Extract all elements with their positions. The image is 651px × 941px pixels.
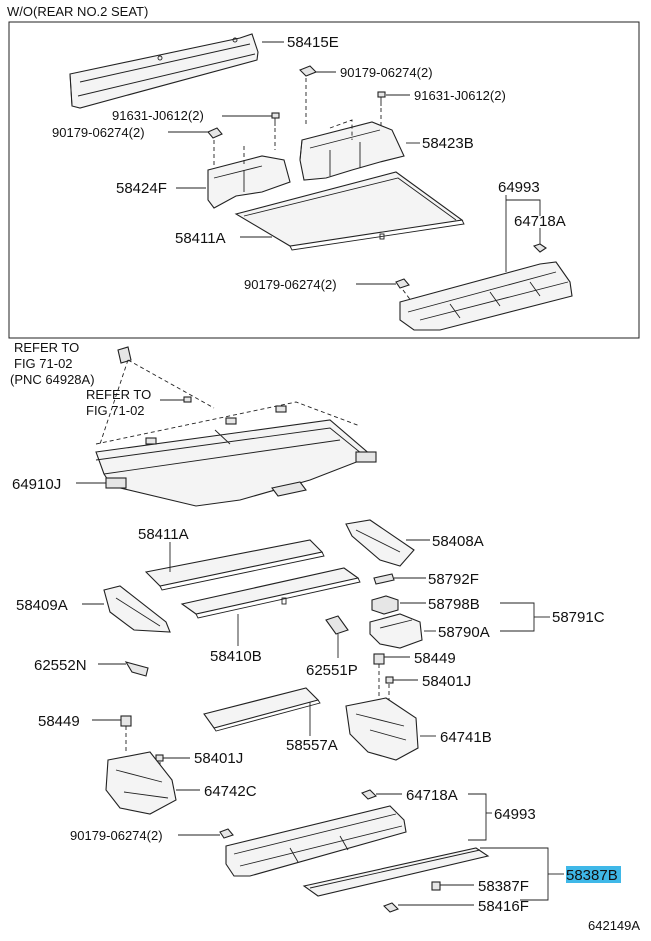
label-58401J-r: 58401J (422, 673, 471, 690)
label-91631-a: 91631-J0612(2) (112, 108, 204, 123)
screw-refer-b[interactable] (183, 396, 192, 403)
top-section-frame (8, 21, 640, 339)
label-91631-b: 91631-J0612(2) (414, 88, 506, 103)
label-58790A: 58790A (438, 624, 490, 641)
part-58424F[interactable] (207, 155, 291, 209)
label-58408A: 58408A (432, 533, 484, 550)
clip-64718A[interactable] (361, 789, 377, 800)
screw-91631-left[interactable] (271, 112, 280, 126)
part-62551P[interactable] (325, 615, 349, 635)
label-62551P: 62551P (306, 662, 358, 679)
label-58415E: 58415E (287, 34, 339, 51)
part-64993-top[interactable] (399, 261, 573, 331)
label-58792F: 58792F (428, 571, 479, 588)
label-64910J: 64910J (12, 476, 61, 493)
part-58790A[interactable] (369, 613, 423, 649)
label-58423B: 58423B (422, 135, 474, 152)
part-58411A[interactable] (144, 539, 325, 591)
label-58401J-l: 58401J (194, 750, 243, 767)
label-58449-l: 58449 (38, 713, 80, 730)
label-58411A-top: 58411A (175, 230, 226, 247)
label-58387F: 58387F (478, 878, 529, 895)
part-58798B[interactable] (371, 595, 399, 615)
label-58449-r: 58449 (414, 650, 456, 667)
label-62552N: 62552N (34, 657, 87, 674)
clip-58449-right[interactable] (373, 653, 385, 665)
label-64718A-top: 64718A (514, 213, 566, 230)
clip-90179-bottom[interactable] (395, 278, 410, 289)
label-64993-top: 64993 (498, 179, 540, 196)
label-58791C: 58791C (552, 609, 605, 626)
label-64718A: 64718A (406, 787, 458, 804)
label-58416F: 58416F (478, 898, 529, 915)
part-64741B[interactable] (345, 697, 419, 761)
part-64993[interactable] (225, 805, 407, 877)
part-58557A[interactable] (203, 687, 321, 732)
label-90179-d: 90179-06274(2) (70, 828, 163, 843)
screw-91631-right[interactable] (377, 91, 386, 106)
refer-a-line3: (PNC 64928A) (10, 372, 95, 387)
label-64742C: 64742C (204, 783, 257, 800)
part-58409A[interactable] (103, 585, 171, 633)
refer-a-line2: FIG 71-02 (14, 356, 73, 371)
clip-58416F[interactable] (383, 902, 399, 913)
refer-b-line1: REFER TO (86, 387, 151, 402)
screw-58401J-right[interactable] (385, 676, 394, 684)
figure-id: 642149A (588, 918, 640, 933)
label-90179-b: 90179-06274(2) (52, 125, 145, 140)
label-58387B-highlighted[interactable]: 58387B (566, 867, 618, 884)
part-62552N[interactable] (124, 661, 149, 677)
part-58415E[interactable] (69, 33, 259, 109)
label-58424F: 58424F (116, 180, 167, 197)
label-58411A: 58411A (138, 526, 189, 543)
part-58410B[interactable] (180, 567, 361, 619)
label-58409A: 58409A (16, 597, 68, 614)
part-58423B[interactable] (299, 121, 405, 181)
label-90179-c: 90179-06274(2) (244, 277, 337, 292)
part-58792F[interactable] (373, 573, 395, 585)
part-64910J[interactable] (95, 401, 377, 507)
label-64741B: 64741B (440, 729, 492, 746)
highlight-58387B (566, 866, 621, 883)
refer-b-line2: FIG 71-02 (86, 403, 145, 418)
label-90179-a: 90179-06274(2) (340, 65, 433, 80)
label-64993: 64993 (494, 806, 536, 823)
part-58387B[interactable] (302, 847, 490, 897)
clip-64718A-top[interactable] (532, 243, 547, 253)
label-58410B: 58410B (210, 648, 262, 665)
clip-90179-top-mid[interactable] (299, 65, 317, 77)
part-58411A-top[interactable] (234, 171, 465, 251)
label-58557A: 58557A (286, 737, 338, 754)
clip-90179-left[interactable] (207, 127, 223, 139)
clip-90179-lower[interactable] (219, 828, 234, 839)
part-64742C[interactable] (105, 751, 177, 815)
part-58408A[interactable] (345, 519, 415, 567)
clip-58449-left[interactable] (120, 715, 132, 727)
header-note: W/O(REAR NO.2 SEAT) (7, 4, 148, 19)
refer-a-line1: REFER TO (14, 340, 79, 355)
bracket-refer-a[interactable] (117, 346, 132, 364)
screw-58387F[interactable] (431, 881, 441, 891)
label-58798B: 58798B (428, 596, 480, 613)
